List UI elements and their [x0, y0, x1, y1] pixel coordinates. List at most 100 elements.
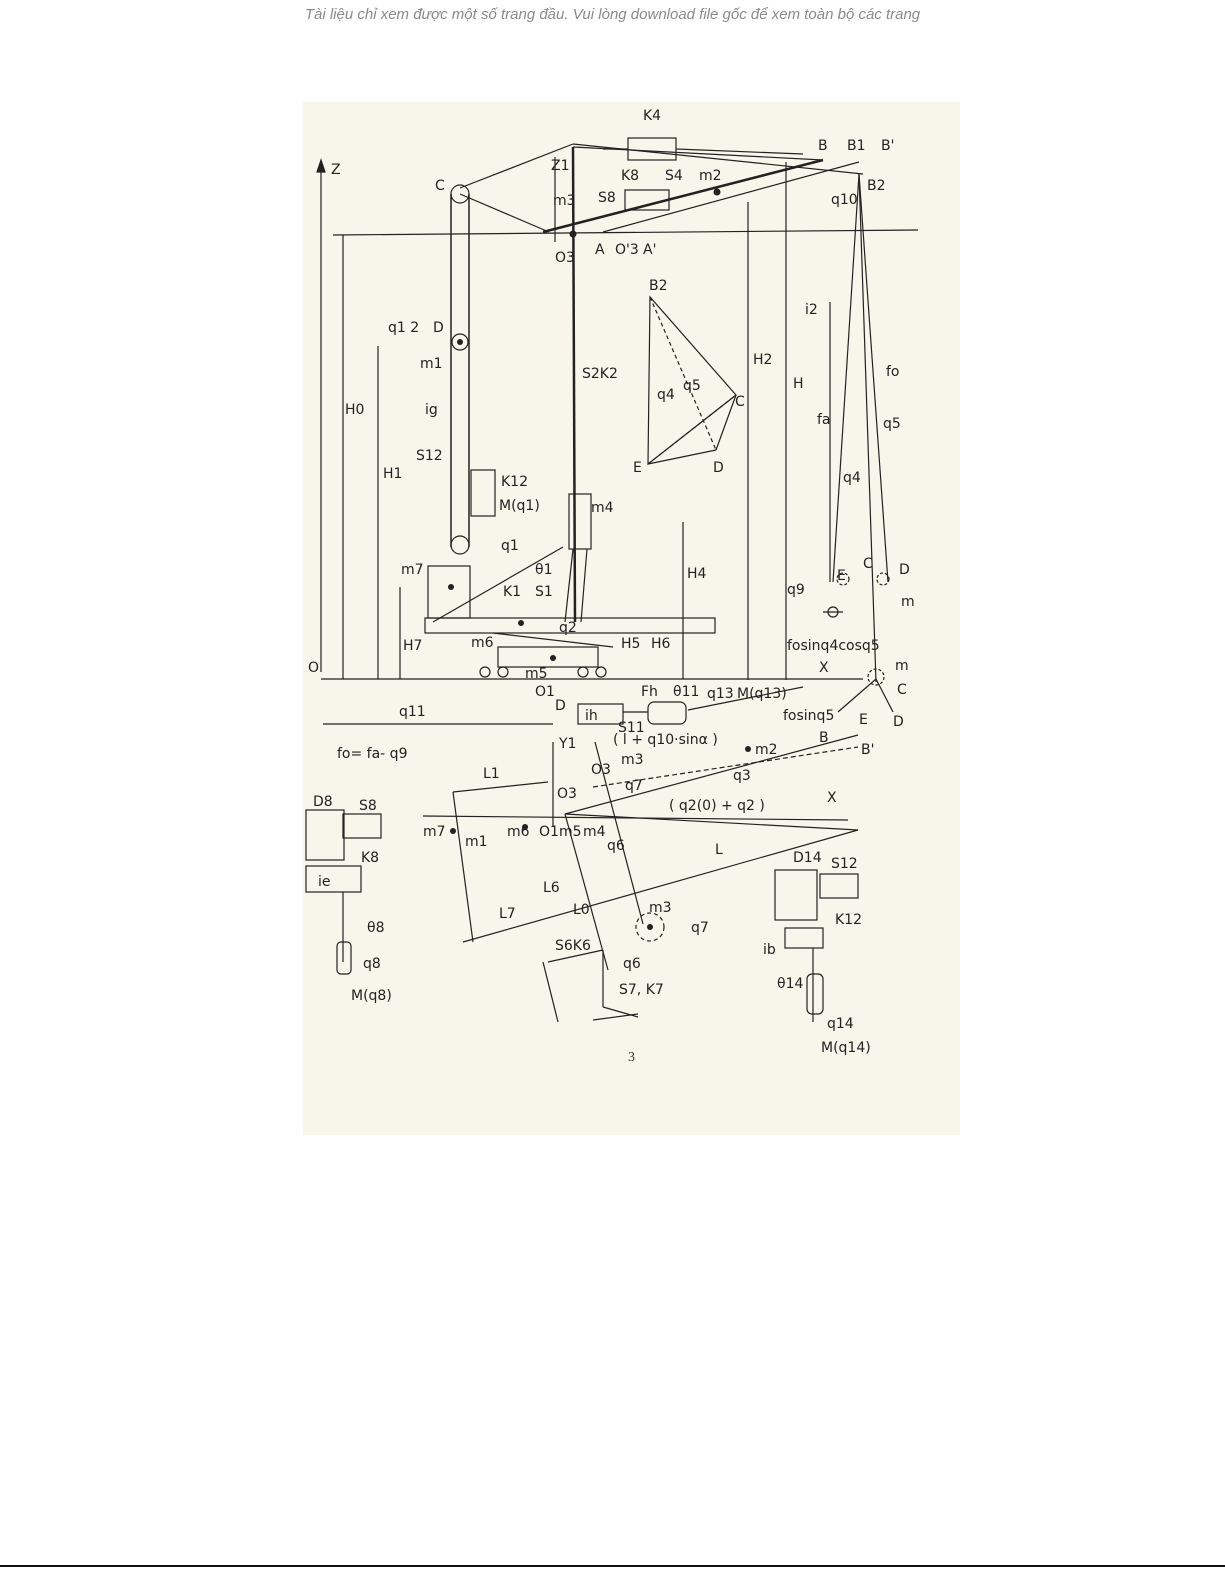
label-l: L [715, 842, 723, 858]
label-d-triangle: D [713, 460, 724, 476]
label-fo-equation: fo= fa- q9 [337, 746, 407, 762]
label-m3-lower: m3 [621, 752, 644, 768]
label-o3-prime: O'3 [615, 242, 639, 258]
label-h5: H5 [621, 636, 640, 652]
label-q9: q9 [787, 582, 805, 598]
label-o3-lower: O3 [591, 762, 611, 778]
label-l0: L0 [573, 902, 590, 918]
label-mq1: M(q1) [499, 498, 540, 514]
label-h4: H4 [687, 566, 707, 582]
label-theta8: θ8 [367, 920, 384, 936]
label-e-right: E [837, 568, 846, 584]
label-m2: m2 [699, 168, 722, 184]
label-ie: ie [318, 874, 331, 890]
label-m4: m4 [591, 500, 614, 516]
label-h1: H1 [383, 466, 402, 482]
label-y1: Y1 [558, 736, 576, 752]
label-o3: O3 [555, 250, 575, 266]
reference-line [332, 229, 919, 236]
label-d11: D [555, 698, 566, 714]
label-e-right2: E [859, 712, 868, 728]
label-a-prime: A' [643, 242, 656, 258]
label-bp-right2: B' [861, 742, 874, 758]
label-m-right2: m [895, 658, 909, 674]
label-l6: L6 [543, 880, 560, 896]
label-c-top: C [435, 178, 445, 194]
label-q2-sum: ( q2(0) + q2 ) [669, 798, 765, 814]
label-mq13: M(q13) [737, 686, 787, 702]
label-h2: H2 [753, 352, 772, 368]
label-q11: q11 [399, 704, 426, 720]
label-s6k6: S6K6 [555, 938, 591, 954]
label-o3-lower2: O3 [557, 786, 577, 802]
label-x-right: X [819, 660, 829, 676]
label-s8-lower: S8 [359, 798, 377, 814]
label-m7-lower: m7 [423, 824, 446, 840]
label-fosinq5: fosinq5 [783, 708, 834, 724]
label-l1: L1 [483, 766, 500, 782]
label-a: A [595, 242, 605, 258]
label-x-lower: X [827, 790, 837, 806]
label-d-left: D [433, 320, 444, 336]
label-ib: ib [763, 942, 776, 958]
label-m7: m7 [401, 562, 424, 578]
label-s12: S12 [416, 448, 443, 464]
label-d14: D14 [793, 850, 822, 866]
mast [571, 146, 577, 623]
label-h6: H6 [651, 636, 671, 652]
scanned-diagram-page: Z Z1 C K4 S4 K8 S8 m2 m3 B B1 B' B2 q10 … [303, 102, 960, 1135]
label-c-triangle: C [735, 394, 745, 410]
label-q5-triangle: q5 [683, 378, 701, 394]
label-q6: q6 [607, 838, 625, 854]
label-d-right: D [899, 562, 910, 578]
label-k12: K12 [501, 474, 528, 490]
label-h: H [793, 376, 804, 392]
label-m4-lower: m4 [583, 824, 606, 840]
label-b: B [818, 138, 828, 154]
jib [542, 158, 824, 234]
label-s1: S1 [535, 584, 553, 600]
label-m1-lower: m1 [465, 834, 488, 850]
label-i2: i2 [805, 302, 818, 318]
label-b1: B1 [847, 138, 866, 154]
label-theta1: θ1 [535, 562, 552, 578]
label-s2k2: S2K2 [582, 366, 618, 382]
label-m6-lower: m6 [507, 824, 530, 840]
label-theta11: θ11 [673, 684, 699, 700]
label-q12: q1 2 [388, 320, 419, 336]
triangle-figure [647, 295, 737, 466]
label-l-q10-sin: ( l + q10·sinα ) [613, 732, 718, 748]
label-d8: D8 [313, 794, 333, 810]
label-k8: K8 [621, 168, 639, 184]
label-s4: S4 [665, 168, 683, 184]
label-m3: m3 [553, 193, 576, 209]
label-o1: O1 [535, 684, 555, 700]
label-fo: fo [886, 364, 900, 380]
label-q1: q1 [501, 538, 519, 554]
label-q8: q8 [363, 956, 381, 972]
label-mq8: M(q8) [351, 988, 392, 1004]
label-ih: ih [585, 708, 598, 724]
bottom-divider [0, 1565, 1225, 1567]
label-q3: q3 [733, 768, 751, 784]
label-b2: B2 [867, 178, 886, 194]
label-fa: fa [817, 412, 831, 428]
label-q6-mass: q6 [623, 956, 641, 972]
label-b2-triangle: B2 [649, 278, 668, 294]
label-k12-lower: K12 [835, 912, 862, 928]
label-k4: K4 [643, 108, 661, 124]
label-ig: ig [425, 402, 438, 418]
label-theta14: θ14 [777, 976, 803, 992]
label-m5-lower: m5 [559, 824, 582, 840]
label-q7-mass: q7 [691, 920, 709, 936]
label-z: Z [331, 162, 341, 178]
label-b-right2: B [819, 730, 829, 746]
label-m1: m1 [420, 356, 443, 372]
label-e-triangle: E [633, 460, 642, 476]
label-m6: m6 [471, 635, 494, 651]
page-number: 3 [628, 1050, 635, 1065]
preview-notice: Tài liệu chỉ xem được một số trang đầu. … [304, 6, 921, 23]
label-m-right: m [901, 594, 915, 610]
label-fh: Fh [641, 684, 658, 700]
label-q14: q14 [827, 1016, 854, 1032]
